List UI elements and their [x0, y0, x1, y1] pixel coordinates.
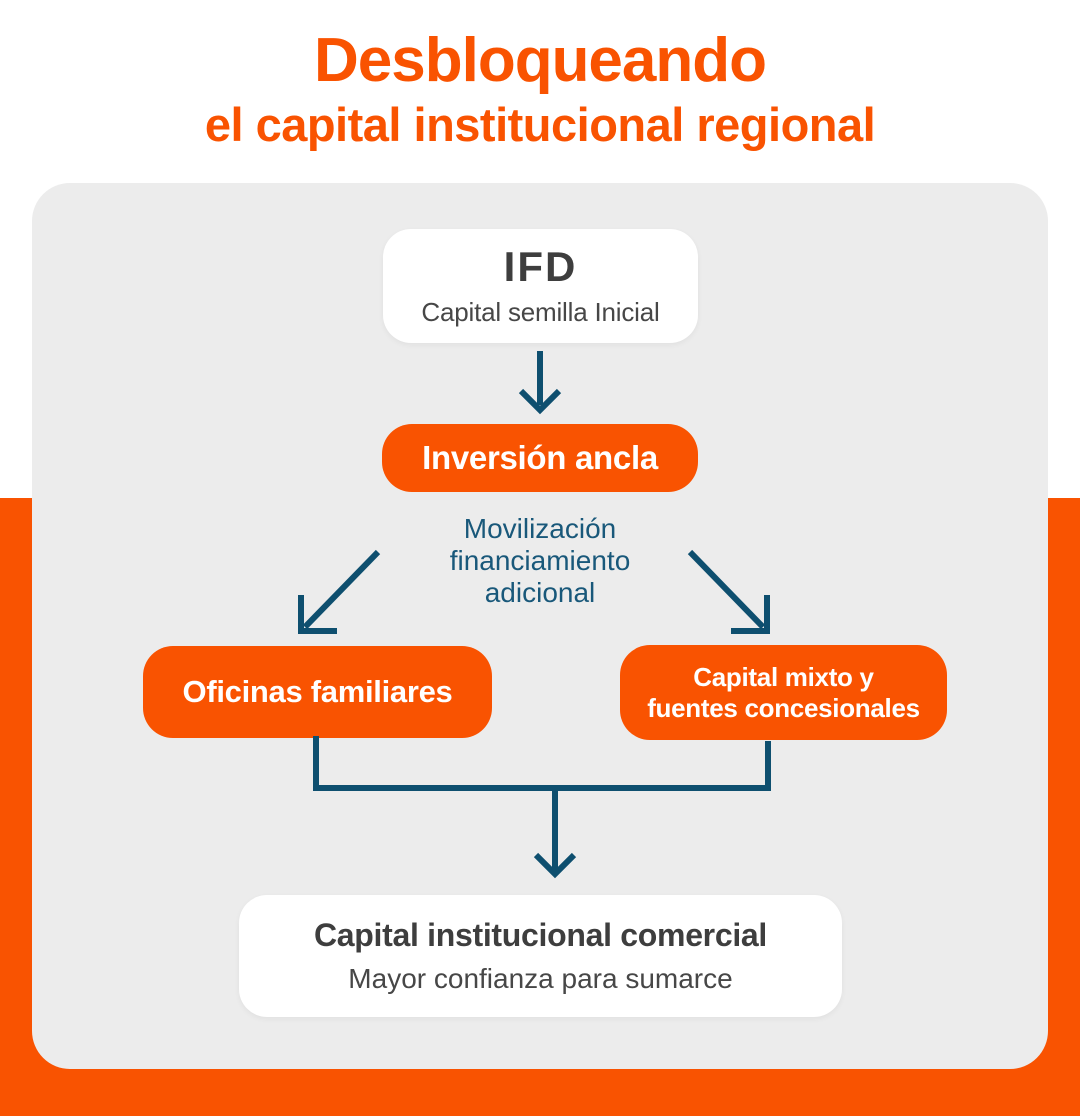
mobilization-line1: Movilización: [463, 513, 617, 544]
page-title: Desbloqueando el capital institucional r…: [0, 26, 1080, 154]
commercial-capital-title: Capital institucional comercial: [313, 917, 768, 953]
family-offices-label: Oficinas familiares: [182, 674, 453, 709]
mobilization-line3: adicional: [484, 577, 596, 608]
arrow-diagonal-right-icon: [687, 549, 770, 634]
node-blended-capital: Capital mixto y fuentes concesionales: [620, 645, 947, 740]
blended-capital-line2: fuentes concesionales: [647, 692, 920, 723]
node-commercial-capital: Capital institucional comercial Mayor co…: [239, 895, 842, 1017]
page-title-line2: el capital institucional regional: [204, 98, 876, 151]
mobilization-line2: financiamiento: [449, 545, 631, 576]
ifd-title: IFD: [503, 243, 578, 290]
page-title-line1: Desbloqueando: [313, 26, 767, 95]
node-family-offices: Oficinas familiares: [143, 646, 492, 738]
merge-arrow-icon: [313, 736, 771, 879]
commercial-capital-subtitle: Mayor confianza para sumarce: [348, 963, 733, 994]
arrow-diagonal-left-icon: [298, 549, 381, 634]
blended-capital-line1: Capital mixto y: [693, 661, 874, 692]
arrow-down-icon: [518, 351, 562, 415]
ifd-subtitle: Capital semilla Inicial: [421, 297, 660, 327]
node-anchor-investment: Inversión ancla: [382, 424, 698, 492]
mobilization-note: Movilización financiamiento adicional: [370, 513, 710, 609]
node-ifd: IFD Capital semilla Inicial: [383, 229, 698, 343]
anchor-investment-label: Inversión ancla: [422, 439, 658, 476]
